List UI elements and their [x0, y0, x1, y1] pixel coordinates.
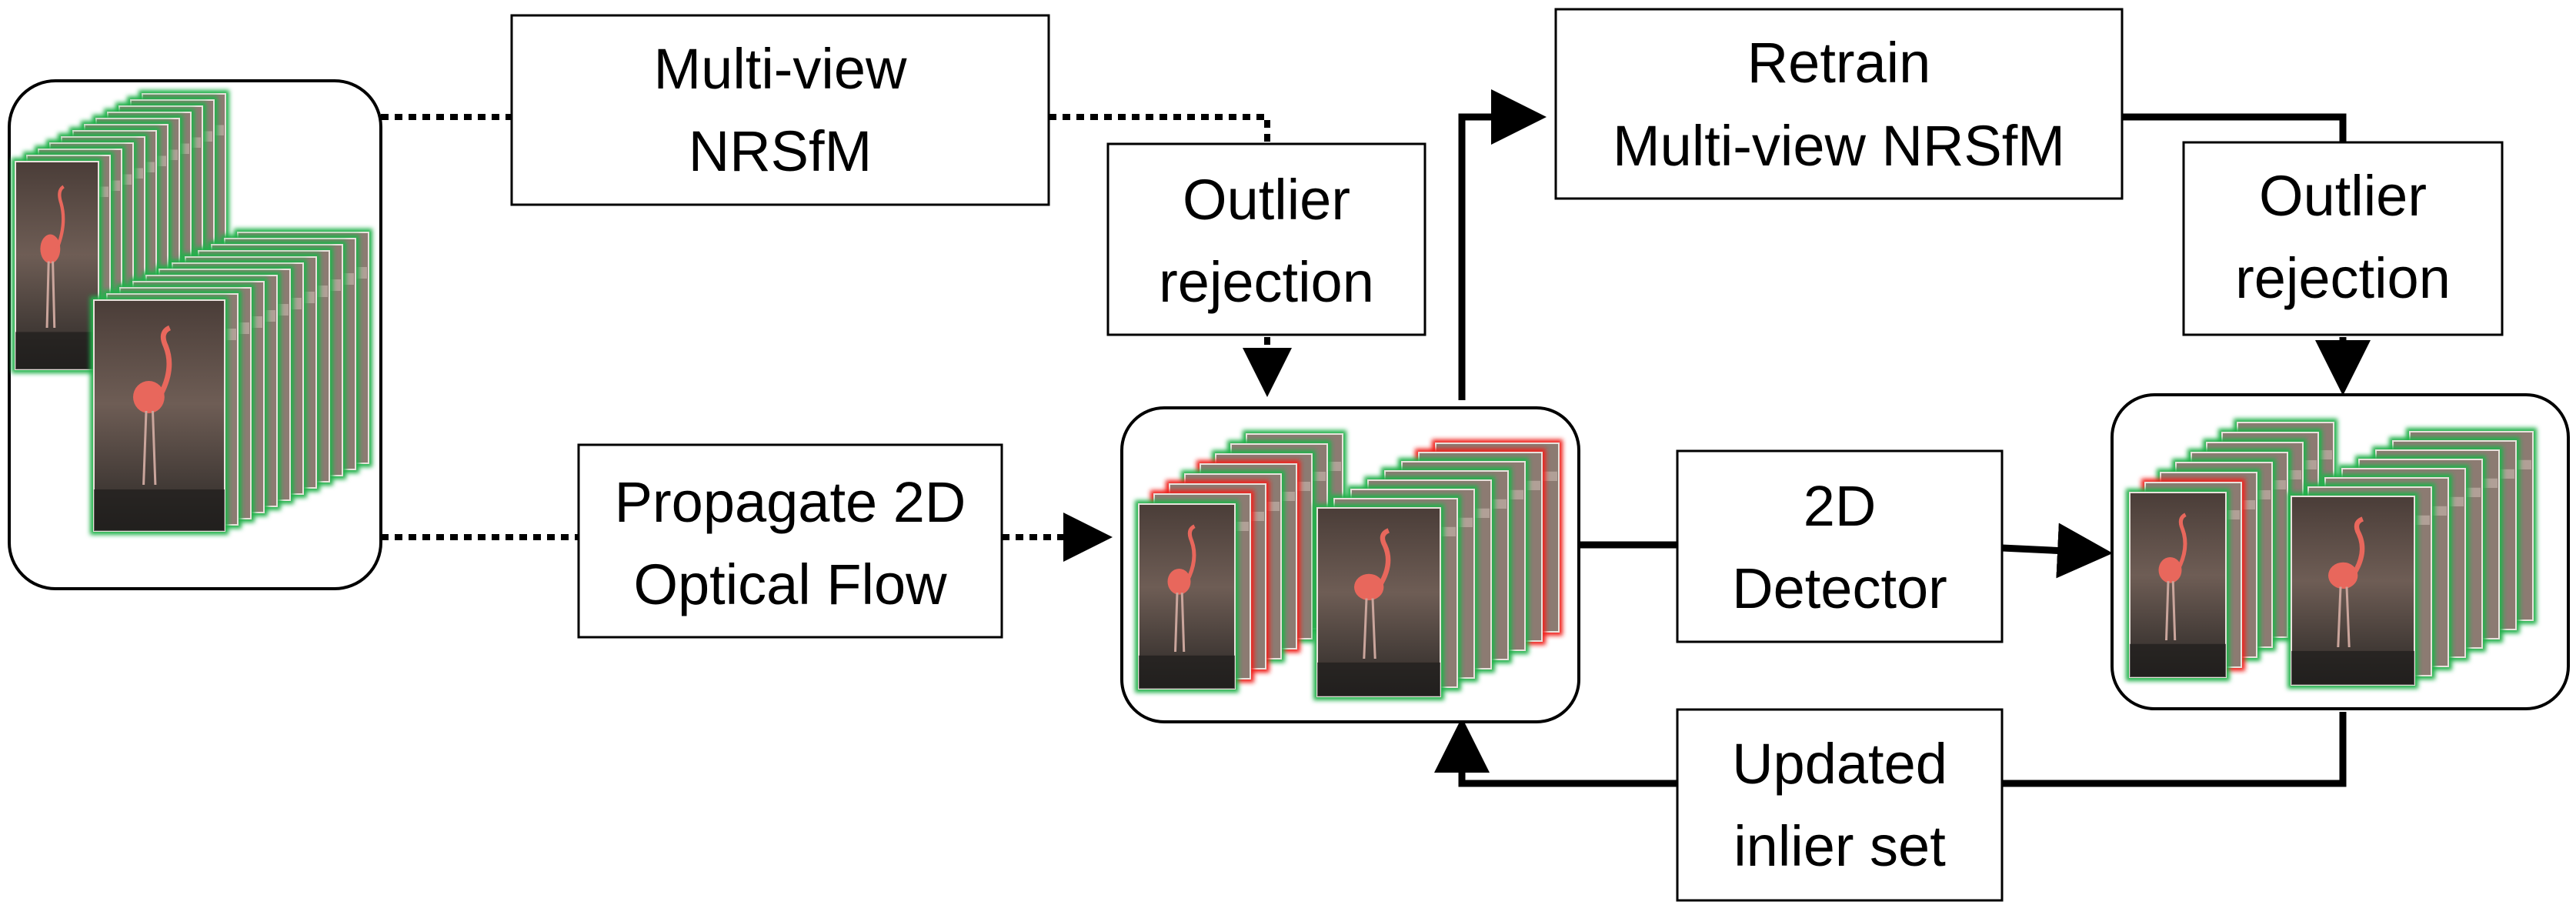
frame-stack-icon — [8, 79, 382, 590]
propagated-frame-front-a — [1135, 500, 1239, 693]
outlier-rejection-1-line1: Outlier — [1183, 168, 1350, 232]
refined-frame-front-b — [2287, 493, 2418, 689]
propagate-flow-line1: Propagate 2D — [615, 470, 966, 534]
input-frame-top-front — [12, 158, 102, 373]
propagate-flow-box: Propagate 2D Optical Flow — [577, 443, 1003, 639]
updated-inliers-line2: inlier set — [1733, 814, 1946, 878]
connector-retrain-to-outlier2 — [2122, 113, 2347, 142]
retrain-box: Retrain Multi-view NRSfM — [1554, 8, 2124, 200]
detector-line1: 2D — [1804, 474, 1877, 538]
refined-frame-stack-icon — [2111, 393, 2570, 710]
outlier-rejection-box-1: Outlier rejection — [1106, 142, 1426, 336]
connector-updated-to-frames — [1434, 717, 1677, 787]
connector-detector-to-refined — [2001, 523, 2113, 579]
propagated-frame-front-b — [1313, 504, 1444, 700]
outlier-rejection-1-line2: rejection — [1159, 250, 1374, 314]
outlier-rejection-box-2: Outlier rejection — [2182, 141, 2504, 336]
detector-line2: Detector — [1732, 556, 1947, 620]
propagate-flow-line2: Optical Flow — [633, 553, 947, 616]
connector-frames-to-retrain — [1458, 89, 1547, 400]
outlier-rejection-2-line1: Outlier — [2259, 164, 2427, 228]
retrain-line2: Multi-view NRSfM — [1613, 114, 2065, 178]
input-frame-bottom-front — [90, 296, 229, 535]
outlier-rejection-2-line2: rejection — [2235, 246, 2451, 310]
multiview-nrsfm-box: Multi-view NRSfM — [510, 14, 1050, 206]
updated-inlier-set-box: Updated inlier set — [1676, 708, 2004, 902]
refined-frame-front-a — [2126, 489, 2230, 681]
multiview-nrsfm-label-line2: NRSfM — [689, 119, 872, 183]
connector-nrsfm-to-outlier — [1049, 114, 1270, 142]
labeled-frame-stack-icon — [1120, 406, 1580, 723]
multiview-nrsfm-label-line1: Multi-view — [654, 37, 907, 101]
updated-inliers-line1: Updated — [1732, 732, 1947, 796]
retrain-line1: Retrain — [1747, 31, 1931, 95]
connector-refined-to-updated — [2002, 712, 2347, 787]
detector-box: 2D Detector — [1676, 449, 2004, 643]
